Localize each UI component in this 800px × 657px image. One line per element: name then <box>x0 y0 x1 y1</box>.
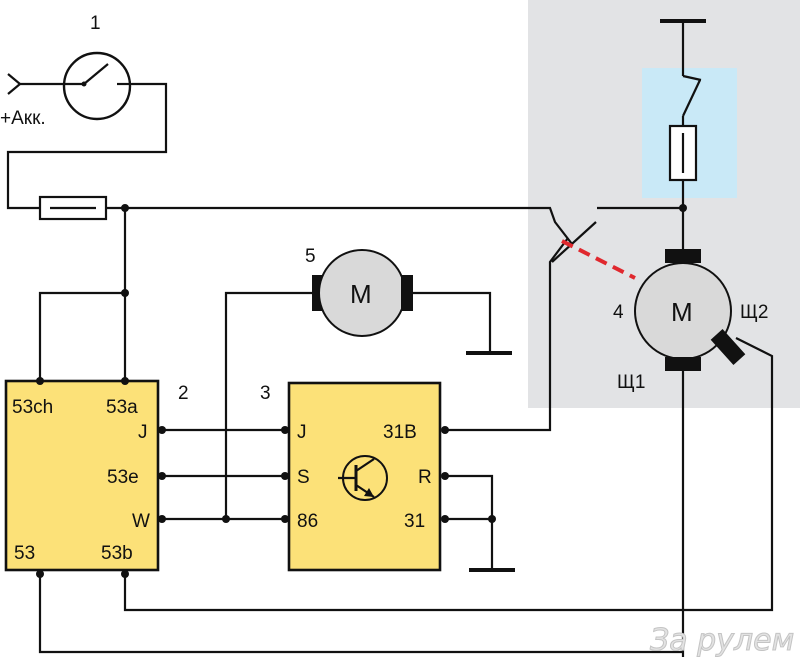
label-number-3: 3 <box>260 383 271 404</box>
b2-pin-53a: 53a <box>106 397 138 418</box>
b2-pin-53ch: 53ch <box>12 397 53 418</box>
relay-contact <box>551 221 636 280</box>
label-number-1: 1 <box>90 13 101 34</box>
label-number-4: 4 <box>613 302 624 323</box>
b3-pin-31: 31 <box>404 511 425 532</box>
label-number-2: 2 <box>178 383 189 404</box>
brush-label-1: Щ1 <box>617 372 645 393</box>
fuse-main <box>38 195 108 221</box>
b2-pin-53b: 53b <box>101 543 133 564</box>
label-number-5: 5 <box>305 246 316 267</box>
washer-motor-5 <box>224 249 512 519</box>
b2-pin-J: J <box>138 422 148 443</box>
battery-label: +Акк. <box>0 108 46 129</box>
battery-input <box>7 73 62 95</box>
b3-pin-S: S <box>297 467 310 488</box>
block-3-relay <box>287 381 442 572</box>
block-2-stalk-switch <box>4 379 160 572</box>
b3-pin-31B: 31B <box>383 422 417 443</box>
b2-pin-53e: 53e <box>107 467 139 488</box>
b3-pin-R: R <box>418 467 432 488</box>
b3-pin-J: J <box>297 422 307 443</box>
motor-label-main: M <box>671 297 693 327</box>
motor-label-small: M <box>350 279 372 309</box>
ignition-switch-1 <box>62 51 132 121</box>
b2-pin-53: 53 <box>14 543 35 564</box>
watermark-logo: За рулем <box>650 623 794 657</box>
b2-pin-W: W <box>132 511 150 532</box>
b3-pin-86: 86 <box>297 511 318 532</box>
park-switch <box>660 19 706 250</box>
brush-label-2: Щ2 <box>740 302 768 323</box>
wiper-motor-4 <box>634 249 746 371</box>
